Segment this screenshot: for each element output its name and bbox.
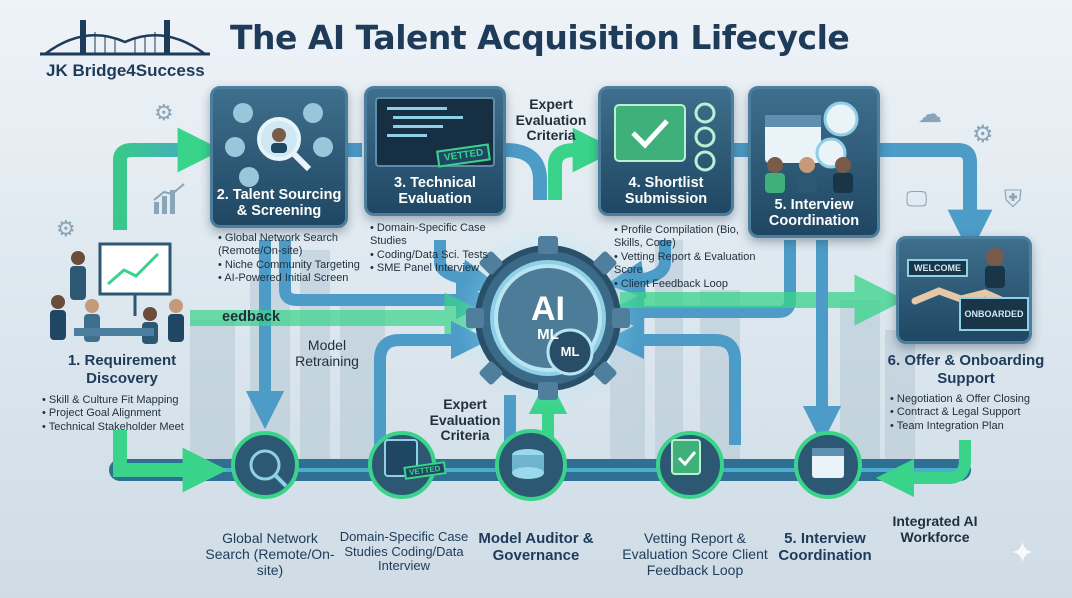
bullet: Niche Community Targeting: [218, 259, 366, 272]
stage-5-title: 5. Interview Coordination: [768, 197, 860, 229]
stage-4-card: 4. Shortlist Submission: [598, 86, 734, 216]
requirement-illustration: [50, 242, 184, 344]
welcome-sign: WELCOME: [907, 259, 968, 277]
stage-2-title: 2. Talent Sourcing & Screening: [216, 187, 342, 219]
page-title: The AI Talent Acquisition Lifecycle: [230, 18, 850, 57]
stage-1-bullets: Skill & Culture Fit Mapping Project Goal…: [42, 394, 222, 434]
arrow-3-to-4: [504, 143, 547, 200]
stage-5-card: 5. Interview Coordination: [748, 86, 880, 238]
feedback-label: eedback: [222, 309, 281, 325]
hub-ai-label: AI: [531, 290, 565, 328]
stage-3-bullets: Domain-Specific Case Studies Coding/Data…: [370, 222, 520, 276]
bottom-label-auditor: Model Auditor & Governance: [478, 530, 594, 564]
bullet: Global Network Search (Remote/On-site): [218, 232, 366, 259]
gear-icon: ⚙: [154, 100, 174, 125]
bullet: Project Goal Alignment: [42, 407, 222, 420]
sparkle-icon: ✦: [1010, 537, 1036, 570]
code-window: [375, 97, 495, 167]
bottom-label-vetting: Vetting Report & Evaluation Score Client…: [622, 530, 768, 578]
stage-1-title: 1. Requirement Discovery: [67, 352, 177, 387]
stage-3-card: VETTED 3. Technical Evaluation: [364, 86, 506, 216]
brand-name: JK Bridge4Success: [46, 61, 205, 80]
bullet: Client Feedback Loop: [614, 278, 762, 291]
bullet: Negotiation & Offer Closing: [890, 393, 1066, 406]
arrow-5-to-6: [880, 143, 993, 255]
stage-2-bullets: Global Network Search (Remote/On-site) N…: [218, 232, 366, 286]
arrow-1-to-2: [113, 127, 223, 230]
integrated-workforce-label: Integrated AI Workforce: [892, 513, 978, 545]
arrow-6-to-bottom: [875, 440, 971, 498]
hub-ml-label: ML: [537, 326, 559, 343]
model-retraining-label: Model Retraining: [295, 337, 359, 369]
magnifier-icon: [225, 103, 333, 187]
bullet: AI-Powered Initial Screen: [218, 272, 366, 285]
stage-6-card: WELCOME ONBOARDED: [896, 236, 1032, 344]
bullet: Team Integration Plan: [890, 420, 1066, 433]
bullet: Skill & Culture Fit Mapping: [42, 394, 222, 407]
stage-2-card: 2. Talent Sourcing & Screening: [210, 86, 348, 228]
bottom-nodes: [231, 429, 862, 501]
calendar-clock-icon: [765, 101, 859, 193]
bullet: Contract & Legal Support: [890, 406, 1066, 419]
stage-4-bullets: Profile Compilation (Bio, Skills, Code) …: [614, 224, 762, 291]
shield-icon: ⛨: [1004, 186, 1022, 213]
feedback-right-arrow: [605, 320, 741, 445]
bullet: SME Panel Interview: [370, 262, 520, 275]
arrow-2-to-center: [279, 240, 495, 320]
expert-criteria-top: Expert Evaluation Criteria: [515, 96, 587, 143]
bottom-label-case-studies: Domain-Specific Case Studies Coding/Data…: [339, 529, 469, 573]
bridge-icon: [40, 20, 210, 56]
cloud-icon: ☁: [918, 101, 942, 128]
hub-ml-badge: ML: [560, 344, 580, 359]
bullet: Coding/Data Sci. Tests: [370, 249, 520, 262]
lightbulb-icon: ⚙: [56, 216, 76, 241]
bottom-label-interview: 5. Interview Coordination: [778, 530, 872, 564]
gear-icon: ⚙: [972, 121, 994, 148]
bullet: Domain-Specific Case Studies: [370, 222, 520, 249]
stage-6-bullets: Negotiation & Offer Closing Contract & L…: [890, 393, 1066, 433]
bullet: Profile Compilation (Bio, Skills, Code): [614, 224, 762, 251]
arrow-1-to-bottom: [113, 430, 228, 493]
stage-4-title: 4. Shortlist Submission: [624, 175, 708, 207]
onboarded-sign: ONBOARDED: [959, 297, 1029, 331]
model-retraining-arrow: [374, 320, 490, 445]
monitor-icon: 🖵: [906, 186, 928, 211]
expert-criteria-mid: Expert Evaluation Criteria: [429, 396, 501, 443]
bottom-label-search: Global Network Search (Remote/On-site): [205, 530, 335, 578]
folder-check-icon: [614, 102, 716, 172]
stage-6-title: 6. Offer & Onboarding Support: [887, 352, 1045, 387]
stage-3-title: 3. Technical Evaluation: [394, 175, 476, 207]
bar-chart-icon: [153, 183, 185, 214]
bullet: Vetting Report & Evaluation Score: [614, 251, 762, 278]
bullet: Technical Stakeholder Meet: [42, 421, 222, 434]
